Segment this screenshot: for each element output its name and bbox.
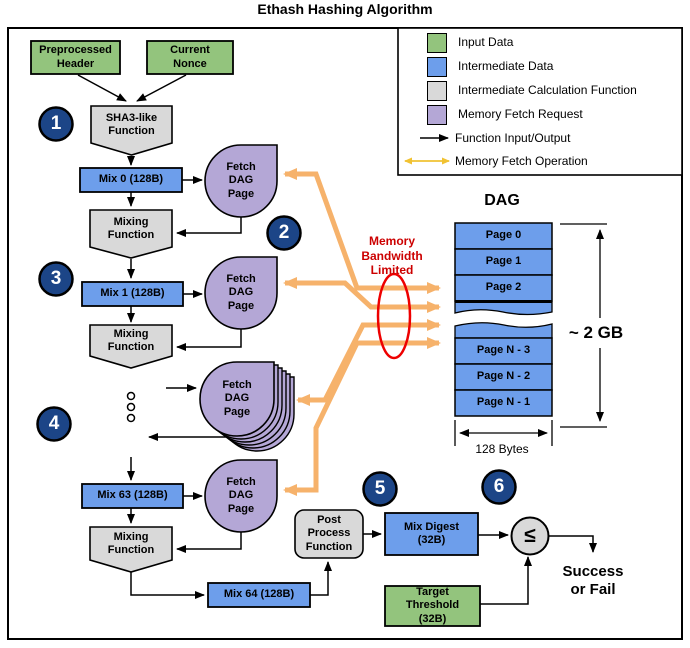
- dag-page-n3-row: [454, 337, 553, 365]
- step-circle-4: [36, 406, 72, 442]
- outer-border: [7, 27, 683, 640]
- fetch-dag-shape-3: [204, 459, 278, 533]
- memory-fetch-arrows: [283, 168, 441, 496]
- dag-break-band-bottom: [454, 322, 553, 339]
- stack-front: [199, 361, 275, 437]
- arrow-threshold-to-comparator: [480, 556, 532, 605]
- arrow-nonce-to-sha3: [136, 74, 187, 102]
- post-process-box: [294, 509, 364, 559]
- current-nonce-box: [146, 40, 234, 75]
- step-circle-6: [481, 469, 517, 505]
- step-circle-3: [38, 261, 74, 297]
- step-circle-2: [266, 215, 302, 251]
- fetch-dag-shape-2: [204, 256, 278, 330]
- bandwidth-ellipse: [376, 272, 412, 360]
- continuation-dots: [126, 391, 136, 423]
- dag-structure: [454, 222, 553, 417]
- mix64-box: [207, 582, 311, 608]
- arrow-fetch2-to-mixing2: [176, 329, 242, 351]
- mix63-box: [81, 483, 184, 509]
- fetch-arrow-4: [283, 337, 441, 496]
- fetch-arrow-2: [283, 277, 441, 313]
- fetch-arrow-1: [283, 168, 441, 294]
- comparator-circle: [510, 516, 550, 556]
- arrow-fetch3-to-mixing3: [176, 532, 242, 553]
- legend-swatch-input: [427, 33, 447, 53]
- arrow-header-to-sha3: [77, 74, 127, 102]
- step-circle-5: [362, 471, 398, 507]
- dag-page-2-row: [454, 274, 553, 302]
- flow-arrows: [77, 74, 597, 605]
- dag-page-1-row: [454, 248, 553, 276]
- sha3-function-shape: [90, 105, 173, 156]
- mix1-box: [81, 281, 184, 307]
- step-circle-1: [38, 106, 74, 142]
- fetch-dag-shape-1: [204, 144, 278, 218]
- fetch-dag-shape-stack: [199, 361, 295, 452]
- mixing-function-shape-1: [89, 209, 173, 259]
- mixing-function-shape-3: [89, 526, 173, 573]
- dag-break-band-top: [454, 301, 553, 316]
- target-threshold-box: [384, 585, 481, 627]
- dag-page-0-row: [454, 222, 553, 250]
- legend-swatch-calc: [427, 81, 447, 101]
- mix0-box: [79, 167, 183, 193]
- dag-page-n1-row: [454, 389, 553, 417]
- dag-size-bracket: [454, 223, 607, 446]
- arrow-mixing3-to-mix64: [130, 572, 205, 599]
- arrow-fetch1-to-mixing1: [176, 217, 242, 237]
- dag-page-n2-row: [454, 363, 553, 391]
- arrow-mix64-to-postprocess: [310, 561, 332, 596]
- step-circles: [36, 106, 517, 507]
- mix-digest-box: [384, 512, 479, 556]
- legend-swatch-fetch: [427, 105, 447, 125]
- mixing-function-shape-2: [89, 324, 173, 369]
- preprocessed-header-box: [30, 40, 121, 75]
- fetch-arrow-3: [296, 319, 441, 406]
- arrow-comparator-to-result: [549, 535, 597, 553]
- legend-swatch-intermediate: [427, 57, 447, 77]
